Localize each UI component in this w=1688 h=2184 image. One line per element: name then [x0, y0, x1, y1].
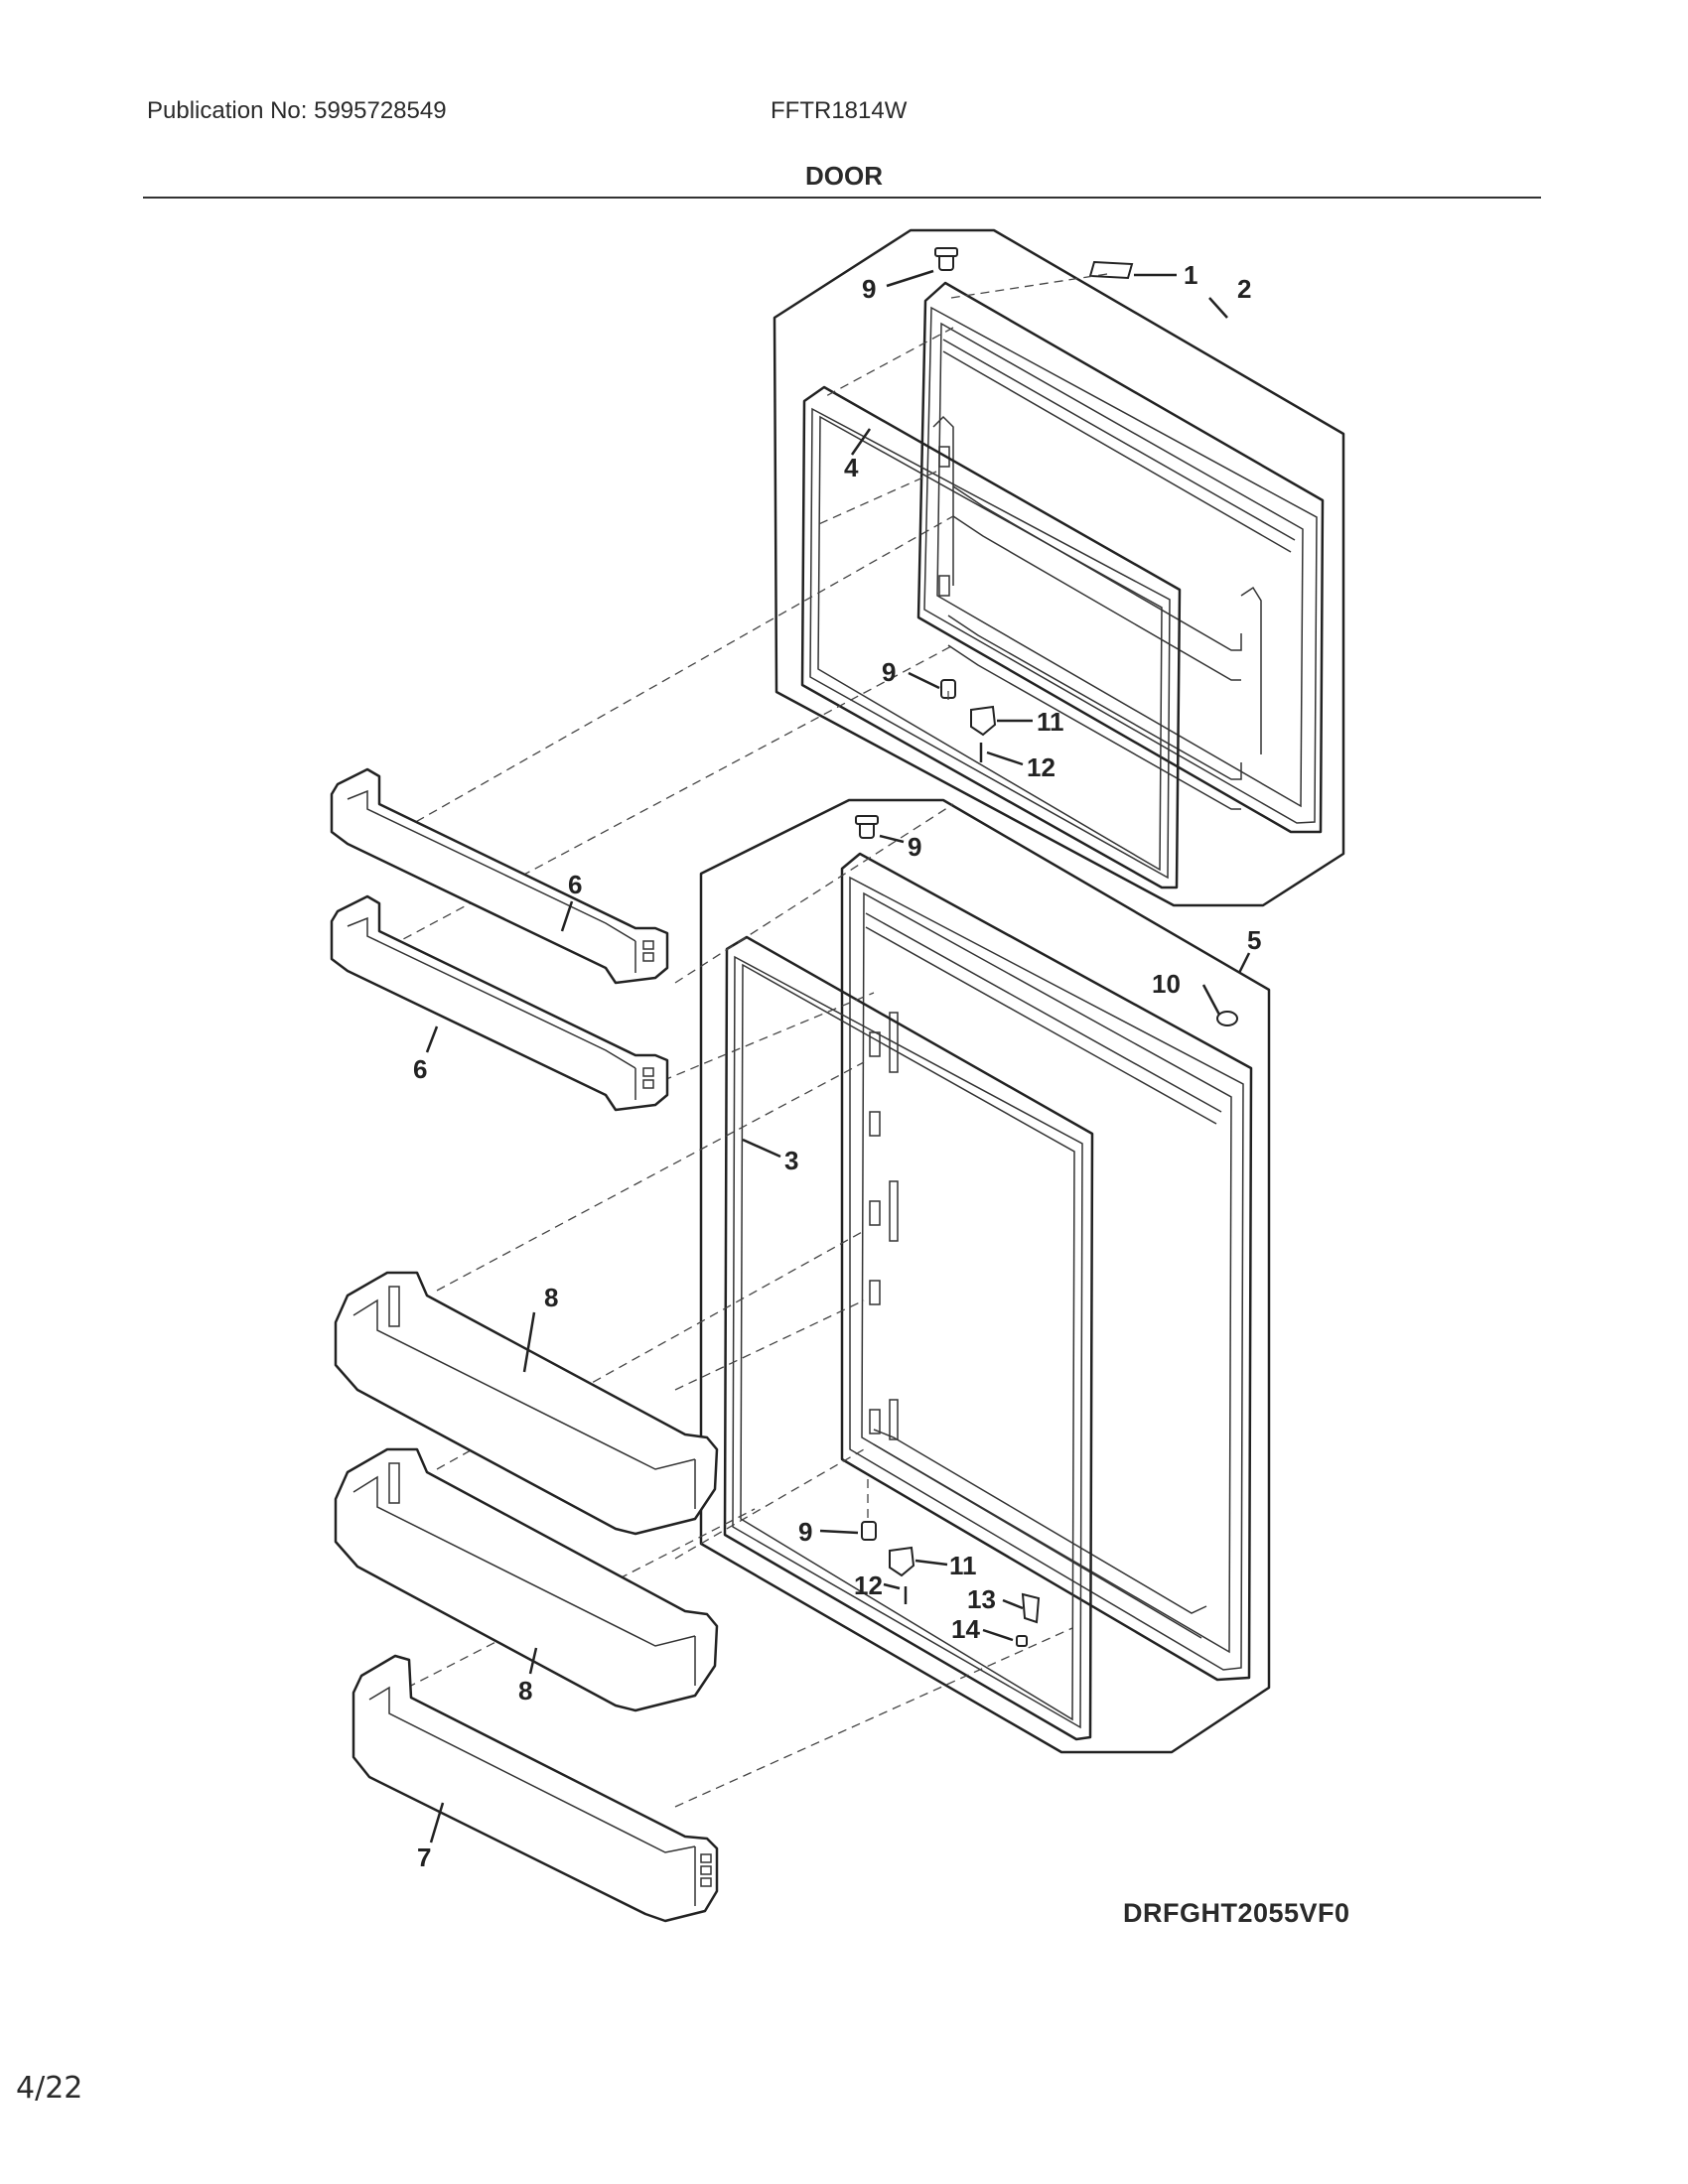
- freezer-label-plate: [1088, 260, 1134, 280]
- callout-14: 14: [951, 1614, 980, 1644]
- callout-11: 11: [949, 1551, 977, 1580]
- callout-4: 4: [844, 453, 859, 482]
- callout-labels: 1 2 4 9 9 11 12 6 6 8 8 7 9 10 5 3 9 11 …: [413, 260, 1261, 1872]
- leader-lines: [425, 269, 1251, 1843]
- callout-8: 8: [544, 1283, 558, 1312]
- header-rule: [143, 197, 1541, 199]
- door-bin-7: [352, 1654, 719, 1923]
- callout-3: 3: [784, 1146, 798, 1175]
- callout-9: 9: [908, 832, 921, 862]
- callout-12: 12: [1027, 752, 1055, 782]
- fresh-food-door-gasket: [723, 935, 1094, 1741]
- callout-12: 12: [854, 1570, 883, 1600]
- publication-number: Publication No: 5995728549: [147, 97, 447, 124]
- door-shelf-6-lower: [330, 894, 669, 1112]
- fresh-food-door-cam: [889, 1546, 915, 1577]
- fresh-food-bottom-hinge-pin: [861, 1521, 877, 1541]
- callout-9: 9: [798, 1517, 812, 1547]
- door-stop-screw: [1016, 1635, 1028, 1647]
- door-shelf-6-upper: [330, 767, 669, 985]
- model-number: FFTR1814W: [771, 97, 908, 124]
- freezer-door-cam: [970, 705, 997, 737]
- callout-5: 5: [1247, 925, 1261, 955]
- fresh-food-door-assembly: [699, 798, 1271, 1754]
- callout-11: 11: [1037, 707, 1064, 737]
- callout-8: 8: [518, 1676, 532, 1706]
- callout-13: 13: [967, 1584, 996, 1614]
- callout-6: 6: [413, 1054, 427, 1084]
- diagram-code: DRFGHT2055VF0: [1123, 1898, 1350, 1928]
- freezer-door-gasket: [800, 385, 1182, 889]
- freezer-door-assembly: [773, 228, 1345, 907]
- page-number: 4/22: [16, 2071, 83, 2106]
- callout-9: 9: [862, 274, 876, 304]
- callout-6: 6: [568, 870, 582, 899]
- fresh-food-door-boundary: [699, 798, 1271, 1754]
- callout-7: 7: [417, 1843, 431, 1872]
- fresh-food-door-frame: [840, 852, 1253, 1682]
- freezer-door-frame: [916, 281, 1325, 834]
- callout-9: 9: [882, 657, 896, 687]
- section-title: DOOR: [805, 161, 883, 191]
- callout-1: 1: [1184, 260, 1197, 290]
- door-stop: [1021, 1592, 1041, 1624]
- freezer-door-boundary: [773, 228, 1345, 907]
- callout-2: 2: [1237, 274, 1251, 304]
- door-bin-8-upper: [334, 1271, 719, 1536]
- hinge-hole-plug: [1216, 1011, 1238, 1026]
- callout-10: 10: [1152, 969, 1181, 999]
- door-bin-8-lower: [334, 1447, 719, 1712]
